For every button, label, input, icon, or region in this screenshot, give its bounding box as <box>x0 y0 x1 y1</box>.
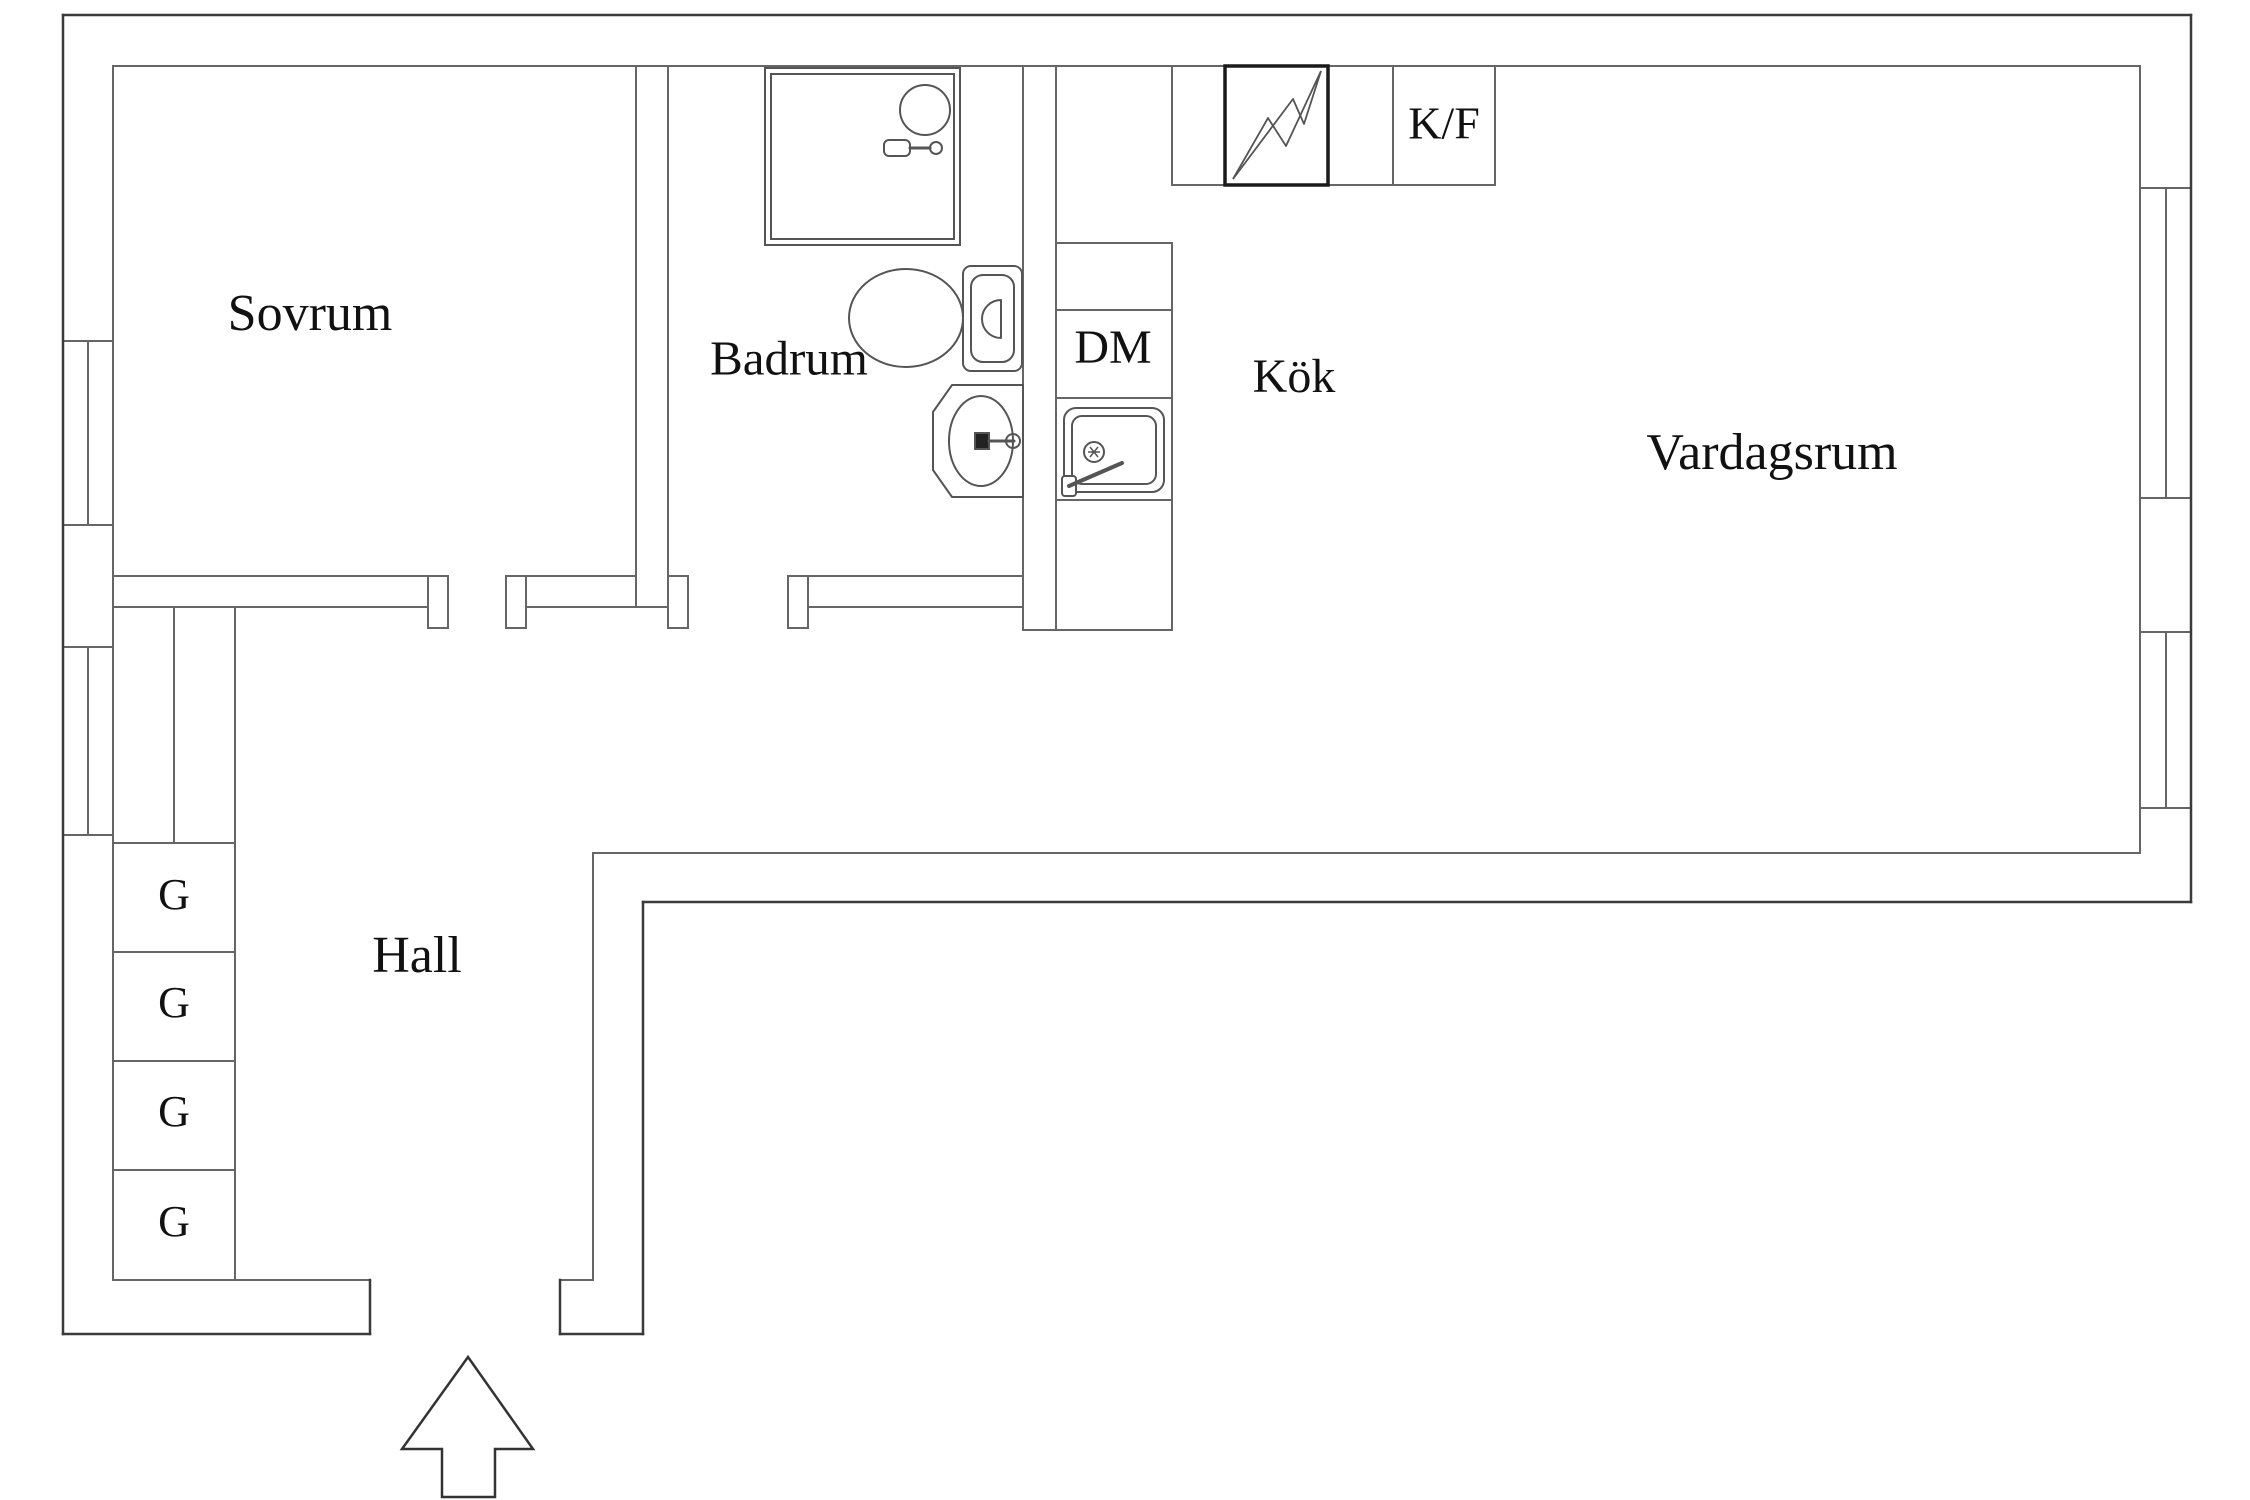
closet-label-g4: G <box>158 1197 190 1246</box>
stove-box <box>1223 64 1330 187</box>
sovrum-door-jamb-left <box>427 575 449 629</box>
room-label-hall: Hall <box>372 927 462 984</box>
closet-label-g1: G <box>158 870 190 919</box>
shower-mixer-icon <box>883 139 911 157</box>
shower-head-icon <box>899 84 951 136</box>
sovrum-door-jamb-right <box>505 575 527 629</box>
shower-knob-icon <box>929 141 943 155</box>
room-label-sovrum: Sovrum <box>228 285 393 342</box>
kitchen-drain-cross <box>1088 446 1100 458</box>
badrum-door-jamb-right <box>787 575 809 629</box>
stove-bolt-icon-2 <box>1232 70 1322 180</box>
closet-label-g3: G <box>158 1087 190 1136</box>
basin-tap-base <box>974 432 990 450</box>
toilet-flush-icon <box>981 299 1002 339</box>
basin-tap-knob <box>1005 433 1021 449</box>
shower-tray-inner <box>770 73 955 240</box>
stove-bolt-icon <box>1232 70 1322 180</box>
room-label-kok: Kök <box>1253 350 1336 403</box>
room-label-vardagsrum: Vardagsrum <box>1646 424 1897 481</box>
entrance-arrow-icon <box>399 1354 536 1499</box>
closet-label-g2: G <box>158 978 190 1027</box>
room-label-badrum: Badrum <box>710 330 868 385</box>
kitchen-tap-lever <box>1067 461 1124 488</box>
badrum-door-jamb-left <box>667 575 689 629</box>
appliance-label-kf: K/F <box>1408 98 1480 149</box>
kitchen-drain-icon <box>1083 441 1105 463</box>
toilet-tank-inner <box>970 274 1015 363</box>
appliance-label-dm: DM <box>1074 321 1151 374</box>
kitchen-sink-inner <box>1071 415 1157 485</box>
